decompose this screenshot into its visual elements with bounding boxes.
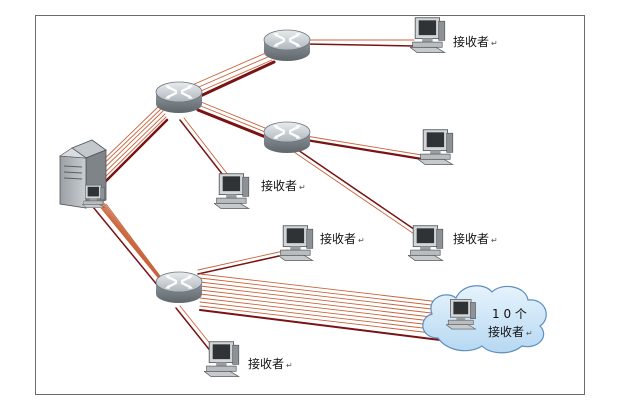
cloud-receivers-label: 接收者 <box>488 324 524 339</box>
router-icon <box>154 80 204 115</box>
receiver-label: 接收者 <box>320 231 356 246</box>
computer-icon <box>446 299 476 330</box>
computer-icon <box>418 129 454 165</box>
router-icon <box>262 120 312 155</box>
receiver-label: 接收者 <box>261 178 297 193</box>
router-icon <box>262 28 312 63</box>
computer-icon <box>214 173 250 209</box>
paragraph-mark: ↵ <box>286 361 293 370</box>
paragraph-mark: ↵ <box>299 183 306 192</box>
paragraph-mark: ↵ <box>491 39 498 48</box>
paragraph-mark: ↵ <box>526 329 533 338</box>
paragraph-mark: ↵ <box>491 236 498 245</box>
receiver-label: 接收者 <box>453 34 489 49</box>
computer-icon <box>278 225 314 261</box>
computer-icon <box>82 184 105 209</box>
receiver-label: 接收者 <box>453 231 489 246</box>
computer-icon <box>408 225 444 261</box>
cloud-icon <box>422 285 547 354</box>
diagram-frame <box>35 15 585 395</box>
computer-icon <box>204 341 240 377</box>
receiver-label: 接收者 <box>248 356 284 371</box>
cloud-count-label: 1 0 个 <box>492 307 527 321</box>
paragraph-mark: ↵ <box>358 236 365 245</box>
router-icon <box>154 270 204 305</box>
network-links <box>83 39 441 359</box>
computer-icon <box>410 17 446 53</box>
